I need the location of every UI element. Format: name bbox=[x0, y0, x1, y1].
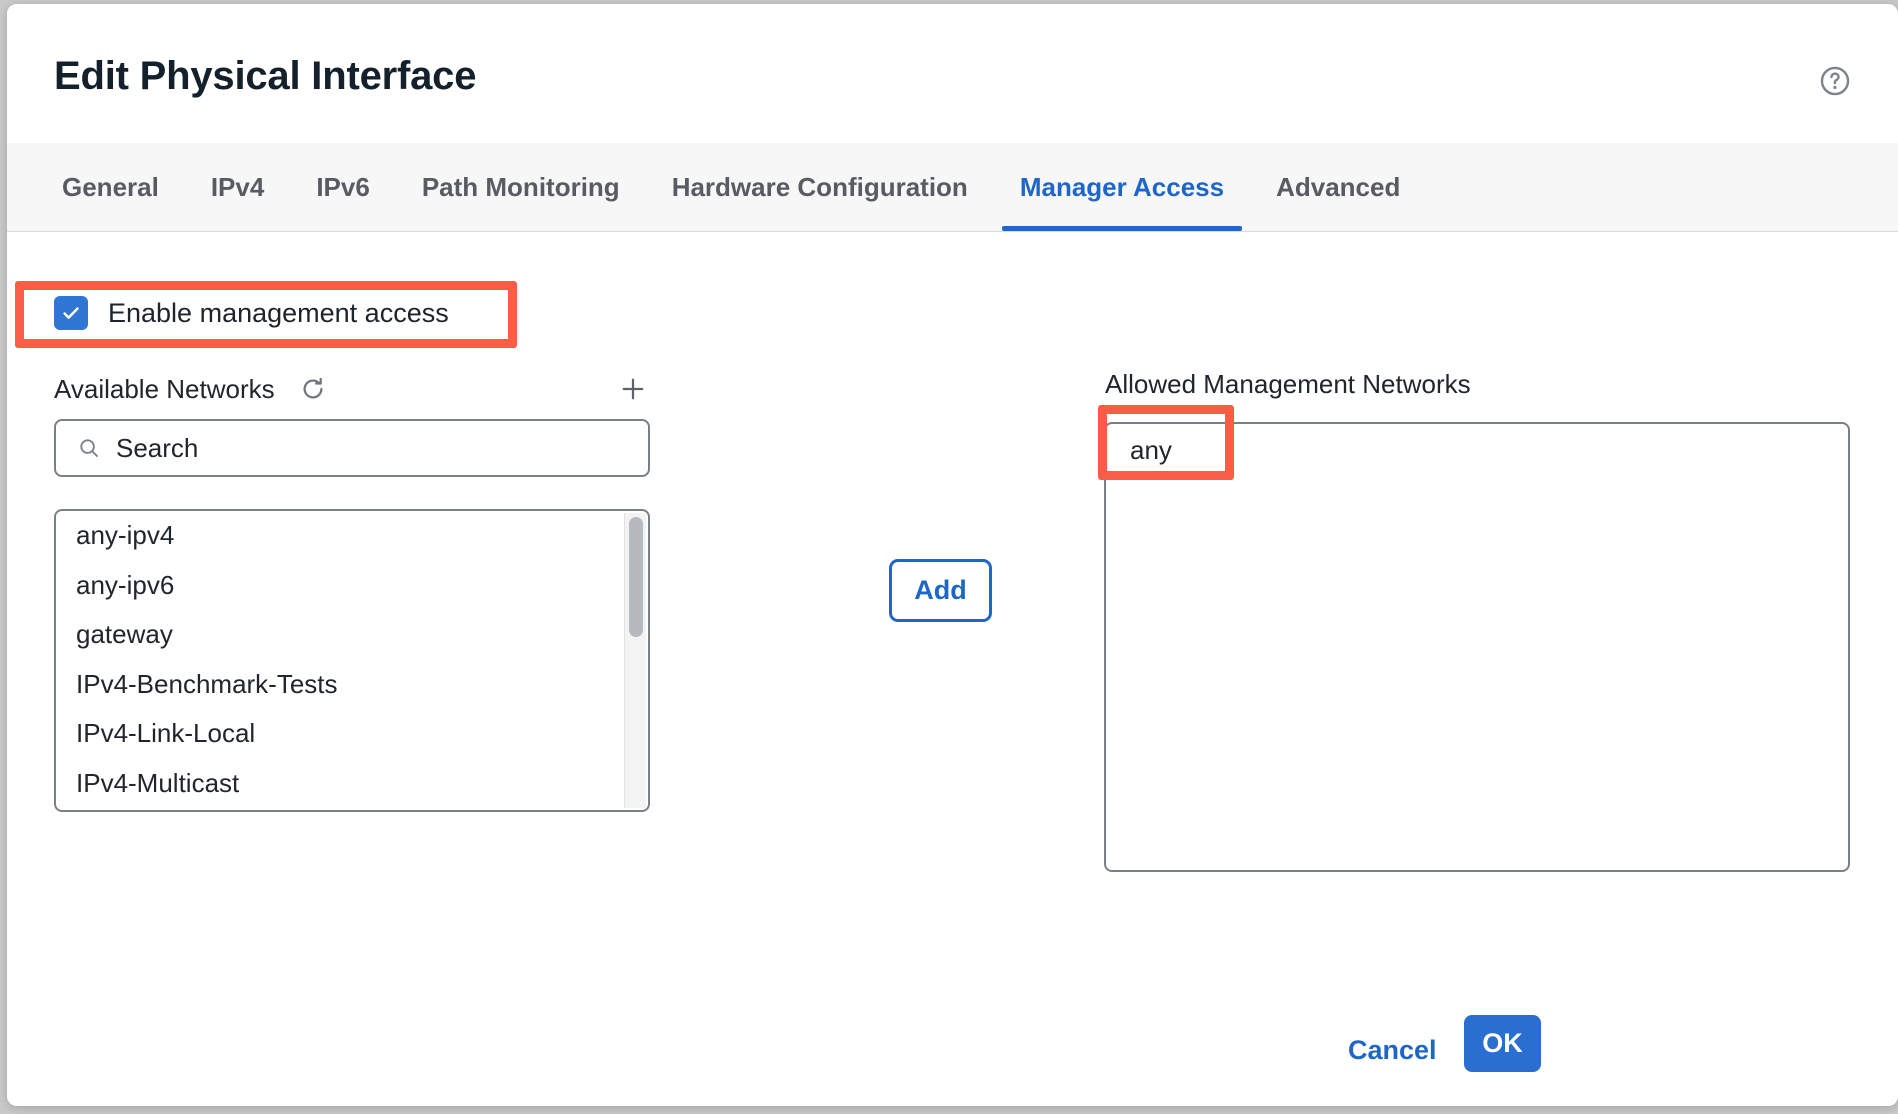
cancel-button[interactable]: Cancel bbox=[1338, 1024, 1447, 1076]
enable-management-access-checkbox[interactable]: Enable management access bbox=[54, 296, 449, 330]
list-item[interactable]: any-ipv6 bbox=[76, 569, 175, 600]
tab-ipv6[interactable]: IPv6 bbox=[316, 171, 370, 202]
add-button[interactable]: Add bbox=[889, 559, 992, 622]
page-title: Edit Physical Interface bbox=[54, 54, 477, 98]
available-networks-scrollbar[interactable] bbox=[624, 513, 646, 808]
refresh-icon[interactable] bbox=[297, 373, 329, 405]
search-input[interactable] bbox=[116, 432, 616, 464]
ok-button[interactable]: OK bbox=[1464, 1015, 1541, 1072]
tab-advanced[interactable]: Advanced bbox=[1276, 171, 1401, 202]
list-item[interactable]: IPv4-Benchmark-Tests bbox=[76, 668, 338, 699]
allowed-management-networks-label: Allowed Management Networks bbox=[1105, 369, 1471, 399]
available-networks-header: Available Networks bbox=[54, 372, 650, 406]
backdrop-left-edge bbox=[0, 0, 7, 1114]
tab-list: General IPv4 IPv6 Path Monitoring Hardware C… bbox=[54, 143, 1426, 231]
plus-icon[interactable] bbox=[616, 372, 650, 406]
list-item[interactable]: any-ipv4 bbox=[76, 520, 175, 551]
dialog-header: Edit Physical Interface bbox=[7, 4, 1898, 143]
manager-access-panel: Enable management access Available Netwo… bbox=[7, 232, 1898, 1002]
help-circle-icon[interactable] bbox=[1815, 61, 1855, 101]
edit-physical-interface-dialog: Edit Physical Interface General IPv4 IPv6 P… bbox=[7, 4, 1898, 1106]
list-item[interactable]: IPv4-Link-Local bbox=[76, 718, 256, 749]
tab-hardware-configuration[interactable]: Hardware Configuration bbox=[671, 171, 968, 202]
allowed-networks-items: any bbox=[1106, 424, 1848, 476]
tab-path-monitoring[interactable]: Path Monitoring bbox=[421, 171, 620, 202]
dialog-footer: Cancel OK bbox=[7, 1002, 1898, 1106]
backdrop-bottom-edge bbox=[0, 1106, 1898, 1114]
enable-management-access-label: Enable management access bbox=[108, 297, 449, 328]
list-item[interactable]: any bbox=[1130, 434, 1172, 465]
search-field[interactable] bbox=[54, 419, 650, 477]
search-icon bbox=[76, 435, 102, 461]
available-networks-label: Available Networks bbox=[54, 373, 275, 404]
list-item[interactable]: gateway bbox=[76, 619, 173, 650]
tab-manager-access[interactable]: Manager Access bbox=[994, 143, 1250, 231]
list-item[interactable]: IPv4-Multicast bbox=[76, 767, 240, 798]
scrollbar-thumb[interactable] bbox=[629, 517, 643, 637]
tab-ipv4[interactable]: IPv4 bbox=[210, 171, 265, 202]
checkbox-checked-box[interactable] bbox=[54, 296, 88, 330]
allowed-management-networks-list[interactable]: any bbox=[1104, 422, 1850, 872]
tab-strip: General IPv4 IPv6 Path Monitoring Hardware C… bbox=[7, 143, 1898, 232]
tab-general[interactable]: General bbox=[62, 171, 159, 202]
